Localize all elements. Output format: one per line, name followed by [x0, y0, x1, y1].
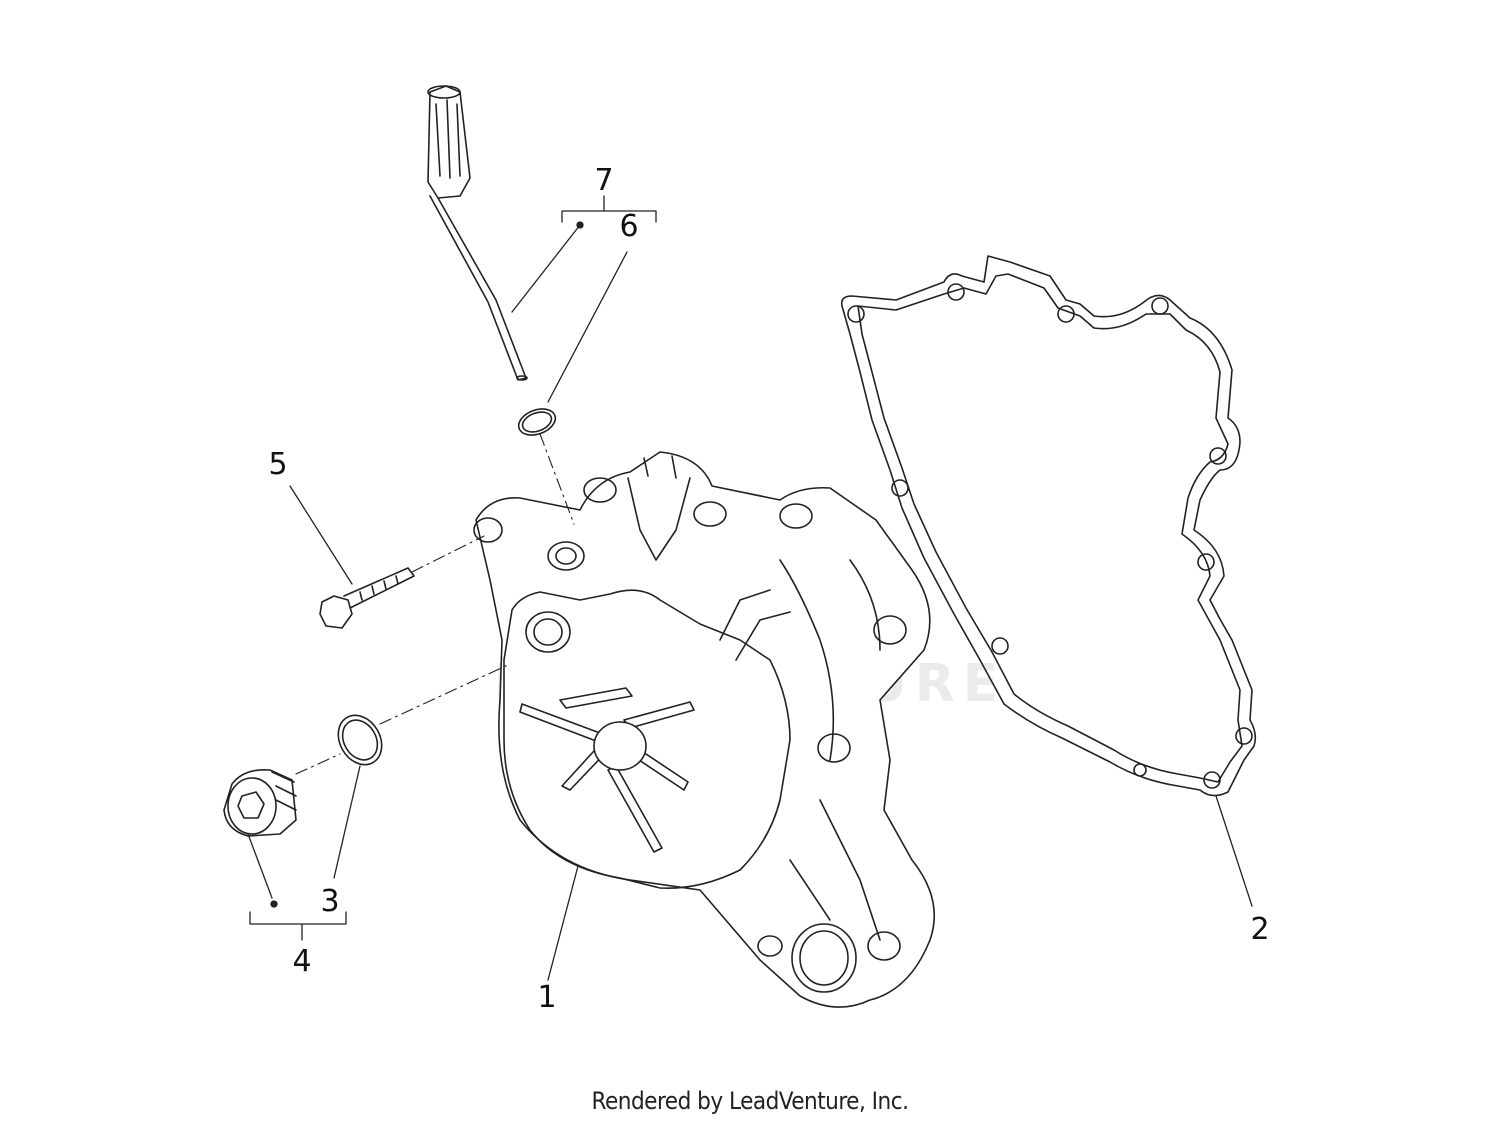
cover-gasket [840, 255, 1257, 797]
dipstick [427, 85, 528, 381]
callout-6: 6 [619, 209, 639, 244]
callout-1: 1 [537, 980, 557, 1015]
leader-lines [247, 195, 1253, 981]
alignment-lines [295, 433, 575, 775]
drain-plug [223, 768, 297, 837]
callout-3: 3 [320, 884, 340, 919]
engine-cover [473, 451, 936, 1008]
callout-5: 5 [268, 447, 288, 482]
bolt [319, 567, 415, 629]
callout-7: 7 [594, 163, 614, 198]
callout-4: 4 [292, 944, 312, 979]
render-credit: Rendered by LeadVenture, Inc. [591, 1087, 909, 1115]
plug-o-ring [337, 714, 383, 766]
dipstick-o-ring [517, 408, 557, 436]
callout-2: 2 [1250, 912, 1270, 947]
